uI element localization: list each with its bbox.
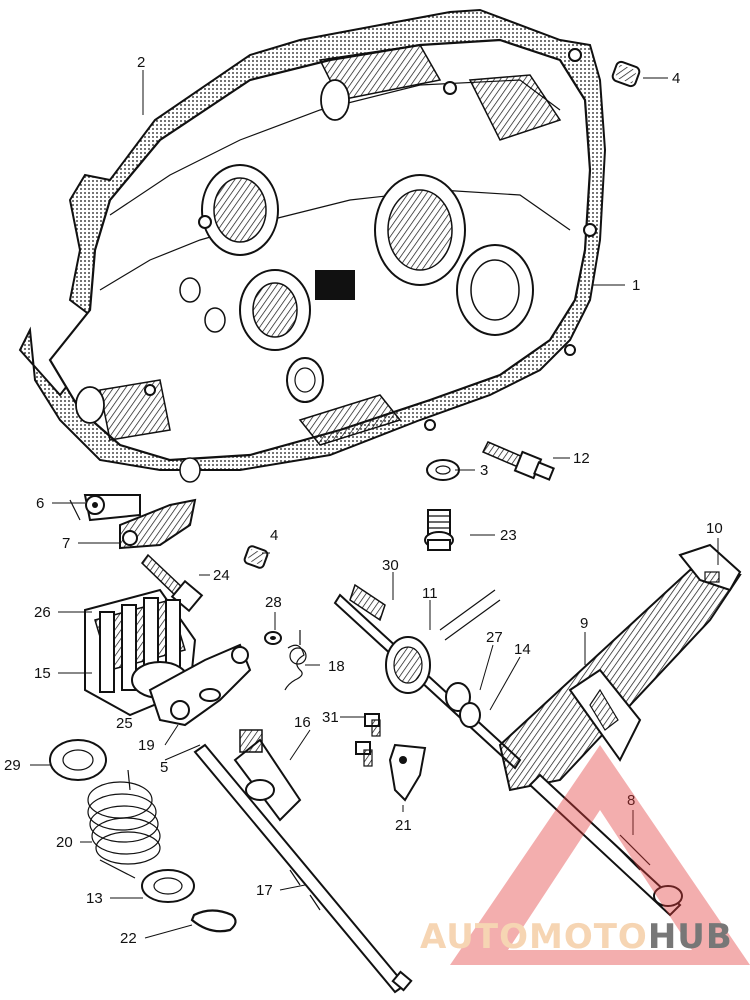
callout-21: 21 — [395, 817, 412, 834]
callout-12: 12 — [573, 450, 590, 467]
gearshift-spindle-part-17 — [193, 729, 413, 994]
stopper-plate-part-7 — [119, 498, 197, 550]
callout-18: 18 — [328, 658, 345, 675]
callout-28: 28 — [265, 594, 282, 611]
warning-triangle-icon — [450, 745, 750, 965]
watermark-logo: AUTOMOTOHUB — [420, 745, 750, 965]
callout-30: 30 — [382, 557, 399, 574]
callout-2: 2 — [137, 54, 145, 71]
crankcase-cover-part-1 — [18, 8, 607, 483]
callout-14: 14 — [514, 641, 531, 658]
bearing-boss-lower — [239, 269, 311, 351]
washer-part-3 — [426, 459, 460, 481]
callout-9: 9 — [580, 615, 588, 632]
callout-19: 19 — [138, 737, 155, 754]
callout-27: 27 — [486, 629, 503, 646]
callout-16: 16 — [294, 714, 311, 731]
dowel-bearing-inner — [286, 357, 324, 403]
dowel-pin-part-4-top — [611, 60, 641, 88]
bearing-boss-center — [374, 174, 466, 286]
callout-5: 5 — [160, 759, 168, 776]
leader-lines — [30, 70, 719, 939]
callout-13: 13 — [86, 890, 103, 907]
watermark-part-moto: MOTO — [529, 917, 648, 957]
bolt-part-31 — [355, 713, 381, 767]
callout-3: 3 — [480, 462, 488, 479]
callout-1: 1 — [632, 277, 640, 294]
callout-29: 29 — [4, 757, 21, 774]
dowel-pin-part-4-lower — [243, 545, 269, 569]
callout-11: 11 — [422, 585, 438, 602]
shift-fork-part-9 — [498, 568, 742, 792]
callout-17: 17 — [256, 882, 273, 899]
callout-4-top: 4 — [672, 70, 680, 87]
washer-part-29 — [49, 739, 107, 781]
callout-25: 25 — [116, 715, 133, 732]
watermark-part-auto: AUTO — [420, 917, 529, 957]
fork-tip-part-10 — [678, 543, 742, 592]
washer-part-28 — [264, 631, 282, 645]
callout-8: 8 — [627, 792, 635, 809]
callout-20: 20 — [56, 834, 73, 851]
washer-part-13 — [141, 869, 195, 903]
callout-31: 31 — [322, 709, 339, 726]
callout-23: 23 — [500, 527, 517, 544]
svg-text:AUTOMOTOHUB: AUTOMOTOHUB — [420, 917, 733, 957]
shift-plate-part-19-25 — [148, 643, 252, 727]
callout-labels: 1 2 3 4 4 5 6 7 8 9 10 11 12 13 14 15 16… — [4, 54, 723, 947]
callout-24: 24 — [213, 567, 230, 584]
shift-shaft-part-30 — [333, 583, 522, 770]
callout-10: 10 — [706, 520, 723, 537]
callout-7: 7 — [62, 535, 70, 552]
callout-22: 22 — [120, 930, 137, 947]
plug-bolt-part-23 — [424, 509, 454, 551]
callout-15: 15 — [34, 665, 51, 682]
return-spring-part-20 — [87, 769, 161, 879]
callout-6: 6 — [36, 495, 44, 512]
circlip-part-22 — [190, 909, 237, 933]
stopper-arm-part-6 — [69, 494, 141, 522]
bearing-boss-left — [201, 164, 279, 256]
shaft-part-8 — [528, 773, 683, 917]
callout-4-lower: 4 — [270, 527, 278, 544]
bracket-part-21 — [388, 743, 427, 802]
callout-26: 26 — [34, 604, 51, 621]
watermark-part-hub: HUB — [648, 917, 733, 957]
bearing-boss-right — [456, 244, 534, 336]
spring-part-18 — [284, 630, 307, 691]
bolt-part-12 — [481, 441, 555, 481]
